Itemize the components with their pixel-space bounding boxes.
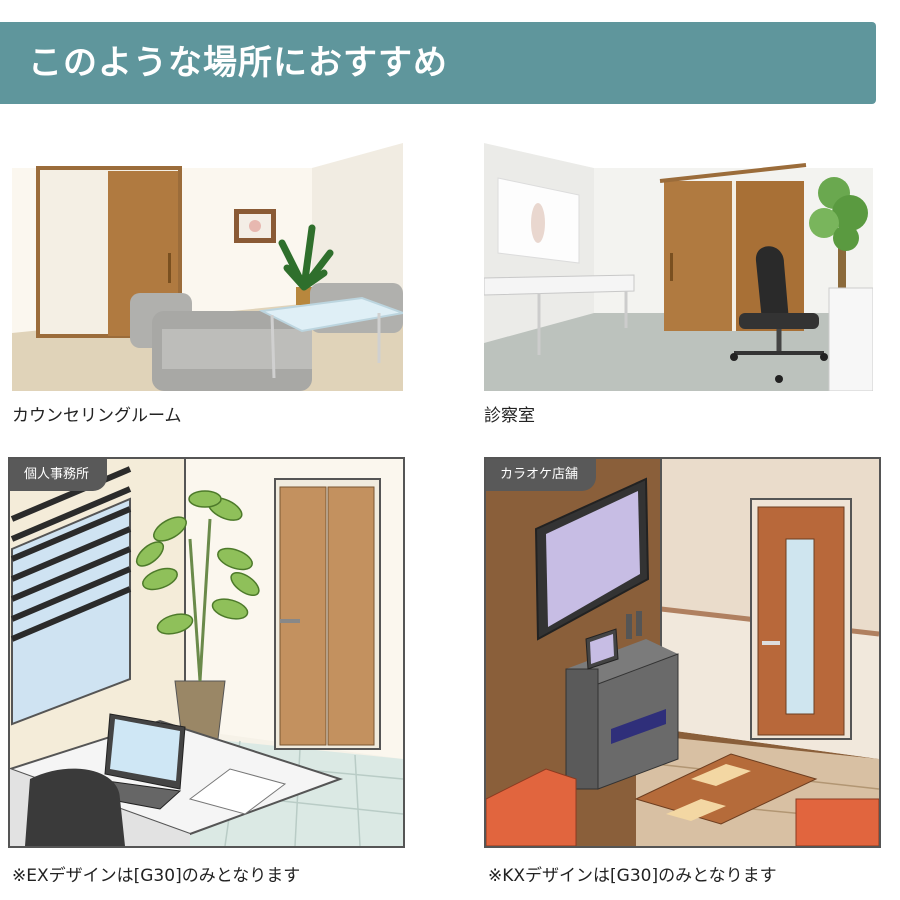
scene-tag: カラオケ店舗 <box>486 459 597 491</box>
section-header: このような場所におすすめ <box>0 22 876 104</box>
card-examination-room: 診察室 <box>484 143 873 428</box>
card-private-office: 個人事務所 <box>8 457 405 892</box>
card-caption: カウンセリングルーム <box>12 406 182 426</box>
karaoke-shop-illustration: カラオケ店舗 <box>484 457 881 848</box>
examination-room-illustration <box>484 143 873 391</box>
counseling-room-illustration <box>12 143 403 391</box>
section-title: このような場所におすすめ <box>28 43 448 83</box>
card-caption: 診察室 <box>484 406 535 426</box>
card-caption: ※KXデザインは[G30]のみとなります <box>488 866 777 886</box>
card-karaoke-shop: カラオケ店舗 <box>484 457 881 892</box>
card-caption: ※EXデザインは[G30]のみとなります <box>12 866 301 886</box>
private-office-illustration: 個人事務所 <box>8 457 405 848</box>
scene-tag: 個人事務所 <box>10 459 108 491</box>
card-counseling-room: カウンセリングルーム <box>12 143 403 428</box>
